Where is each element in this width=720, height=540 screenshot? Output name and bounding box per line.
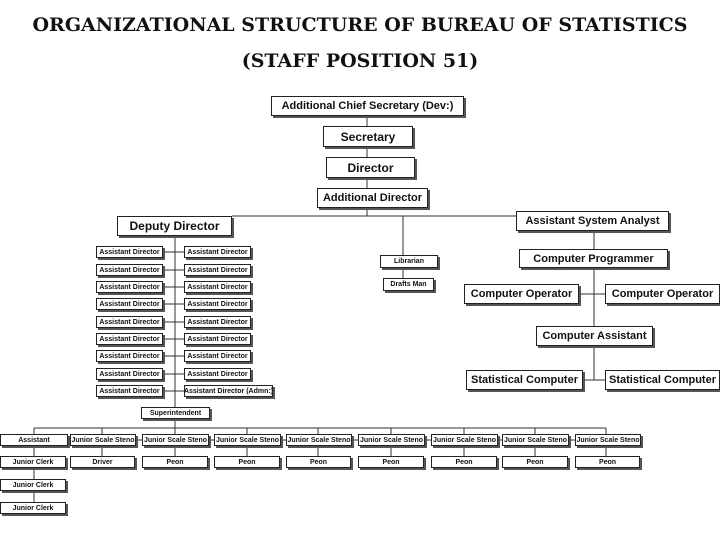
box-computer-operator-right: Computer Operator (605, 284, 720, 304)
box-additional-chief-secretary: Additional Chief Secretary (Dev:) (271, 96, 464, 116)
box-peon: Peon (431, 456, 497, 468)
box-secretary: Secretary (323, 126, 413, 147)
box-assistant: Assistant (0, 434, 68, 446)
box-superintendent: Superintendent (141, 407, 210, 419)
box-peon: Peon (575, 456, 640, 468)
box-junior-scale-steno: Junior Scale Steno (214, 434, 281, 446)
box-assistant-director-left: Assistant Director (96, 264, 163, 276)
box-director: Director (326, 157, 415, 178)
box-peon: Peon (214, 456, 280, 468)
box-deputy-director: Deputy Director (117, 216, 232, 236)
box-assistant-director-left: Assistant Director (96, 350, 163, 362)
box-librarian: Librarian (380, 255, 438, 268)
box-assistant-director-left: Assistant Director (96, 333, 163, 345)
box-junior-scale-steno: Junior Scale Steno (142, 434, 209, 446)
box-assistant-director-left: Assistant Director (96, 298, 163, 310)
box-computer-programmer: Computer Programmer (519, 249, 668, 268)
box-assistant-director-right: Assistant Director (184, 246, 251, 258)
box-assistant-director-left: Assistant Director (96, 368, 163, 380)
box-statistical-computer-left: Statistical Computer (466, 370, 583, 390)
box-assistant-director-left: Assistant Director (96, 281, 163, 293)
box-junior-scale-steno: Junior Scale Steno (431, 434, 498, 446)
box-peon: Peon (502, 456, 568, 468)
box-computer-assistant: Computer Assistant (536, 326, 653, 346)
box-statistical-computer-right: Statistical Computer (605, 370, 720, 390)
box-assistant-director-left: Assistant Director (96, 246, 163, 258)
box-assistant-director-left: Assistant Director (96, 385, 163, 397)
box-additional-director: Additional Director (317, 188, 428, 208)
box-assistant-director-right: Assistant Director (184, 298, 251, 310)
box-driver: Driver (70, 456, 135, 468)
box-assistant-director-right: Assistant Director (184, 264, 251, 276)
box-peon: Peon (358, 456, 424, 468)
box-assistant-director-left: Assistant Director (96, 316, 163, 328)
box-junior-scale-steno: Junior Scale Steno (286, 434, 352, 446)
box-junior-scale-steno: Junior Scale Steno (358, 434, 425, 446)
box-junior-clerk: Junior Clerk (0, 502, 66, 514)
box-computer-operator-left: Computer Operator (464, 284, 579, 304)
box-assistant-director-right: Assistant Director (184, 281, 251, 293)
box-junior-scale-steno: Junior Scale Steno (70, 434, 136, 446)
box-drafts-man: Drafts Man (383, 278, 434, 291)
box-assistant-director-right: Assistant Director (184, 350, 251, 362)
box-assistant-director-right: Assistant Director (184, 368, 251, 380)
chart-subtitle: (STAFF POSITION 51) (241, 50, 479, 72)
box-assistant-director-admn: Assistant Director (Admn:) (184, 385, 273, 397)
chart-title: ORGANIZATIONAL STRUCTURE OF BUREAU OF ST… (32, 14, 688, 36)
box-junior-clerk: Junior Clerk (0, 456, 66, 468)
box-assistant-system-analyst: Assistant System Analyst (516, 211, 669, 231)
box-junior-scale-steno: Junior Scale Steno (575, 434, 641, 446)
box-junior-clerk: Junior Clerk (0, 479, 66, 491)
box-junior-scale-steno: Junior Scale Steno (502, 434, 569, 446)
box-peon: Peon (142, 456, 208, 468)
box-assistant-director-right: Assistant Director (184, 316, 251, 328)
box-peon: Peon (286, 456, 351, 468)
box-assistant-director-right: Assistant Director (184, 333, 251, 345)
